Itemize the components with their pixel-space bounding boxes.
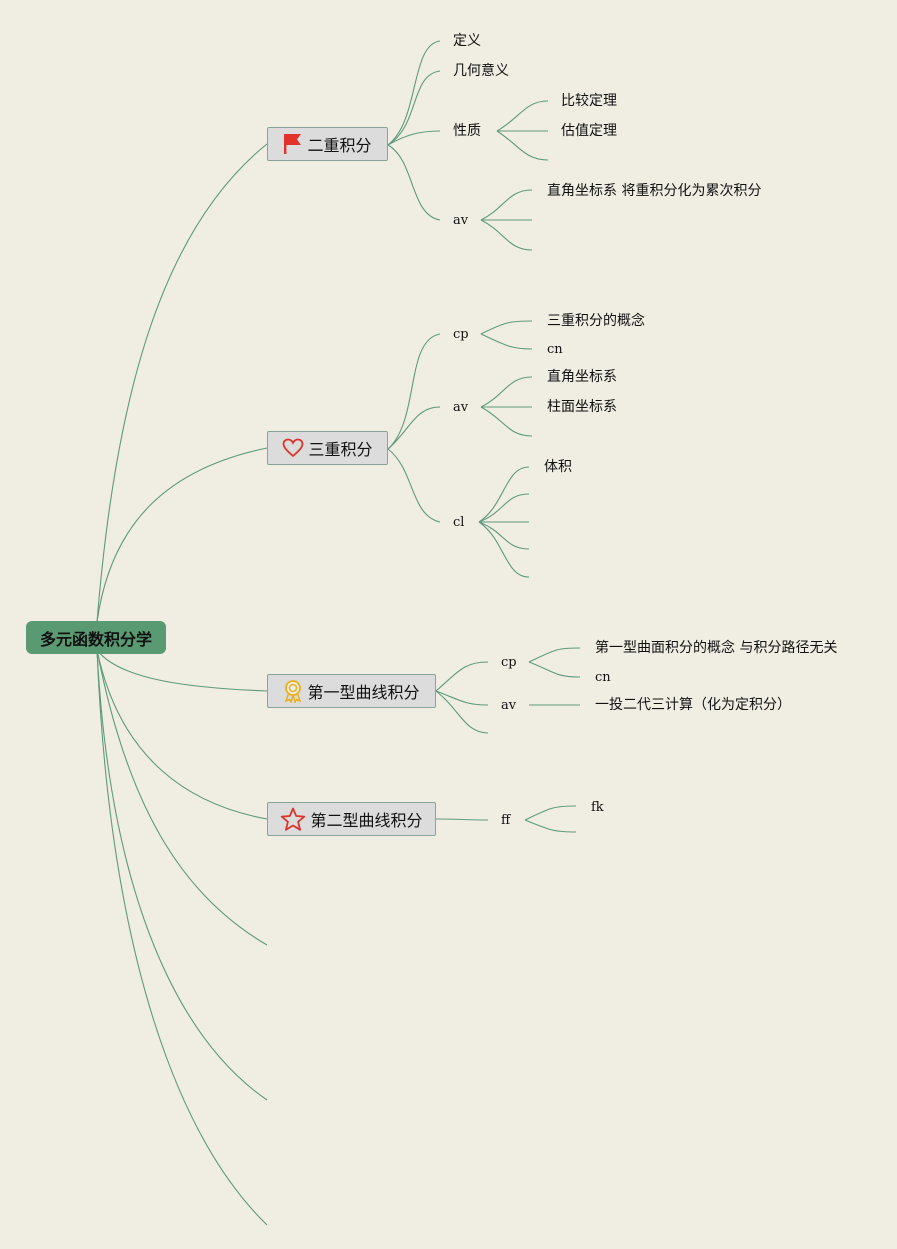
node-compute-steps[interactable]: 一投二代三计算（化为定积分） (595, 697, 791, 713)
node-av[interactable]: av (501, 698, 517, 713)
node-fk[interactable]: fk (591, 800, 604, 815)
topic-line-integral-2[interactable]: 第二型曲线积分 (267, 802, 436, 836)
node-volume[interactable]: 体积 (544, 459, 572, 475)
node-definition[interactable]: 定义 (453, 33, 481, 49)
node-triple-concept[interactable]: 三重积分的概念 (547, 313, 645, 329)
node-cn[interactable]: cn (547, 342, 563, 357)
node-ff[interactable]: ff (501, 813, 511, 828)
topic-label: 二重积分 (307, 136, 372, 155)
node-cn[interactable]: cn (595, 670, 611, 685)
node-cp[interactable]: cp (453, 327, 469, 342)
node-cartesian[interactable]: 直角坐标系 (547, 369, 617, 385)
node-cl[interactable]: cl (453, 515, 465, 530)
node-surface-integral-concept[interactable]: 第一型曲面积分的概念 与积分路径无关 (595, 640, 838, 656)
root-topic[interactable]: 多元函数积分学 (26, 621, 166, 654)
flag-icon (284, 134, 302, 154)
star-icon (281, 807, 306, 831)
topic-double-integral[interactable]: 二重积分 (267, 127, 388, 161)
topic-line-integral-1[interactable]: 第一型曲线积分 (267, 674, 436, 708)
award-ribbon-icon (285, 680, 302, 703)
node-comparison-theorem[interactable]: 比较定理 (561, 93, 617, 109)
topic-label: 三重积分 (308, 440, 373, 459)
topic-label: 第一型曲线积分 (307, 683, 420, 702)
topic-label: 第二型曲线积分 (310, 811, 423, 830)
heart-icon (283, 438, 304, 458)
node-property[interactable]: 性质 (453, 123, 481, 139)
node-cp[interactable]: cp (501, 655, 517, 670)
topic-triple-integral[interactable]: 三重积分 (267, 431, 388, 465)
node-cartesian-iterated[interactable]: 直角坐标系 将重积分化为累次积分 (547, 183, 762, 199)
node-geometry[interactable]: 几何意义 (453, 63, 509, 79)
node-av[interactable]: av (453, 400, 469, 415)
node-estimation-theorem[interactable]: 估值定理 (561, 123, 617, 139)
node-av[interactable]: av (453, 213, 469, 228)
node-cylindrical[interactable]: 柱面坐标系 (547, 399, 617, 415)
